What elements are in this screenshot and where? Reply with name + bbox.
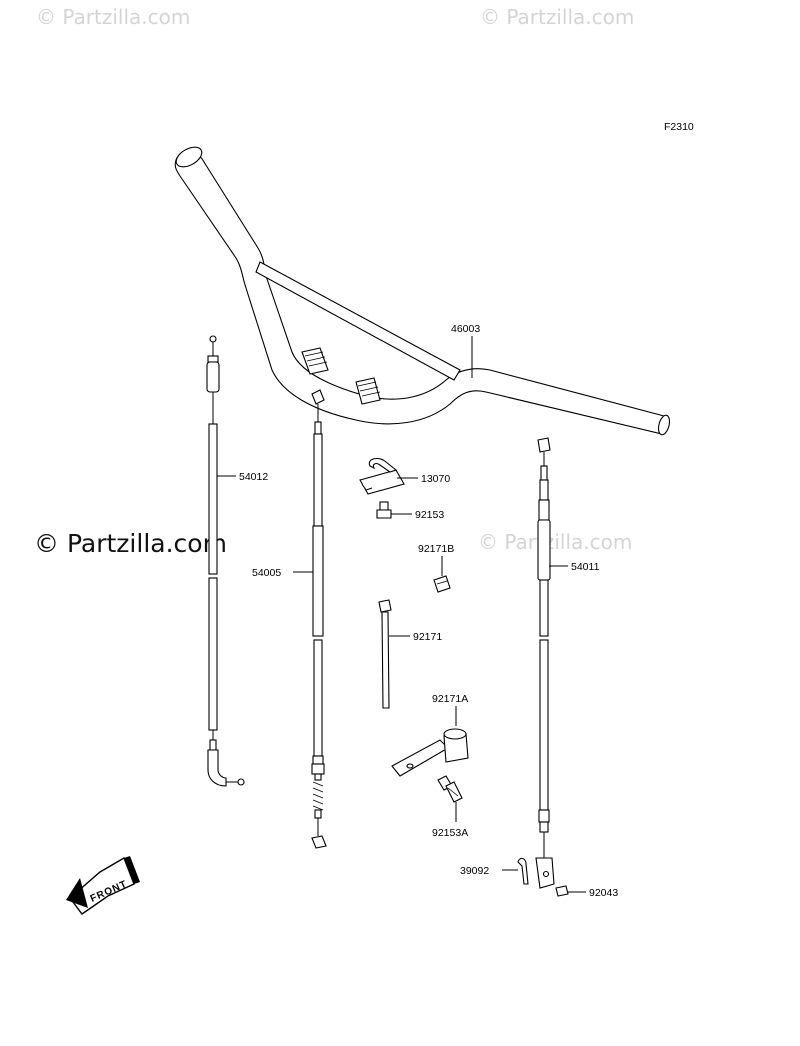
label-92153: 92153 [415,509,444,521]
pin-92043[interactable] [555,885,569,897]
cable-54012[interactable] [206,335,245,787]
label-54011: 54011 [571,561,600,573]
figure-code: F2310 [664,121,694,133]
knurl-right [355,377,381,405]
watermark-mid-right: © Partzilla.com [478,530,632,554]
label-13070: 13070 [421,473,450,485]
label-92171b: 92171B [418,543,454,555]
front-arrow-icon: FRONT [66,856,140,915]
knurl-left [301,347,329,375]
bolt-92153[interactable] [376,501,392,519]
clamp-92171a[interactable] [391,728,469,777]
label-54005: 54005 [252,567,281,579]
clamp-92171b[interactable] [433,575,451,593]
label-92043: 92043 [589,887,618,899]
label-46003: 46003 [451,323,480,335]
label-54012: 54012 [239,471,268,483]
handlebar-part[interactable] [173,143,672,436]
bolt-92153a[interactable] [437,775,463,803]
watermark-top-right: © Partzilla.com [480,5,634,29]
label-39092: 39092 [460,865,489,877]
watermark-center: © Partzilla.com [34,529,227,558]
band-92171[interactable] [378,599,392,709]
label-92171: 92171 [413,631,442,643]
label-92171a: 92171A [432,693,468,705]
label-92153a: 92153A [432,827,468,839]
watermark-top-left: © Partzilla.com [36,5,190,29]
cable-54005[interactable] [311,389,327,849]
cotter-pin-39092[interactable] [517,857,529,885]
cable-54011[interactable] [535,437,555,889]
holder-13070[interactable] [359,457,405,495]
